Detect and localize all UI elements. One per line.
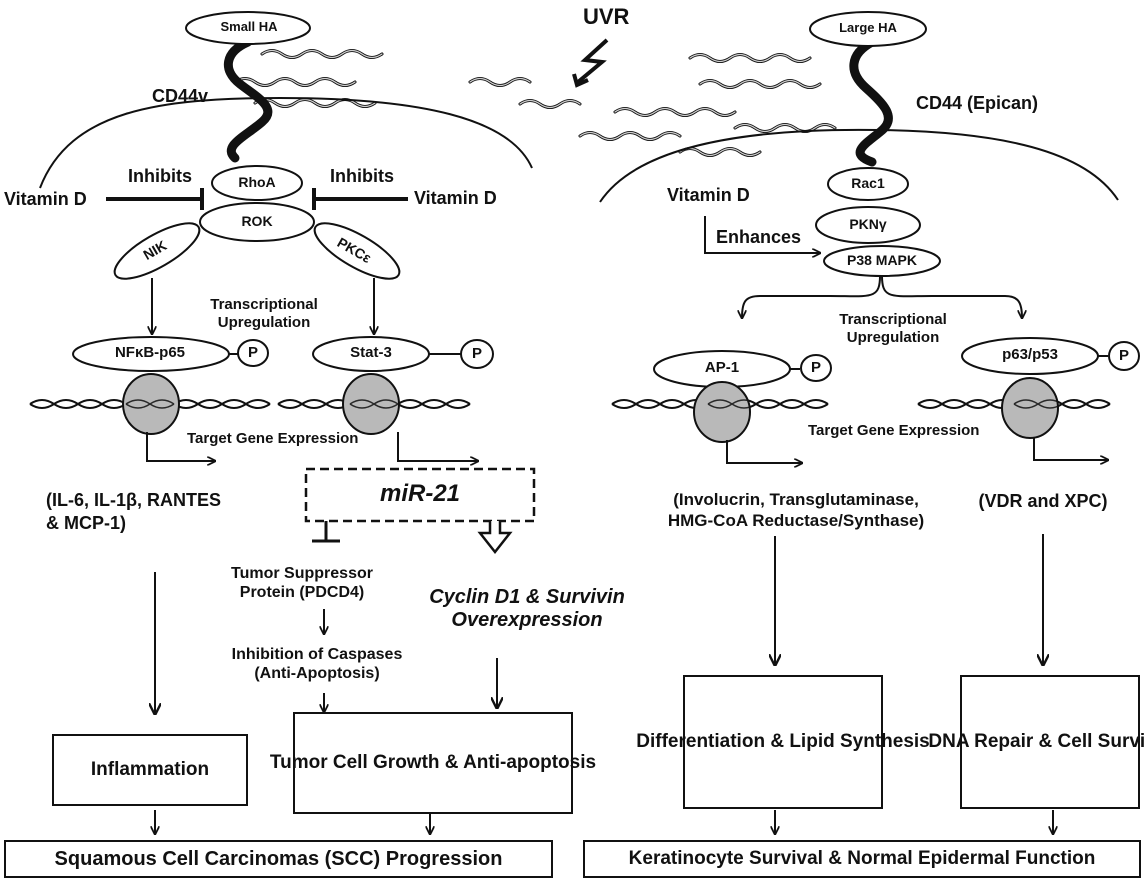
uvr-label: UVR [583,4,630,29]
dna-repair-box: DNA Repair & Cell Survival [928,675,1145,809]
membrane-left [39,96,533,189]
tumor-growth-box: Tumor Cell Growth & Anti-apoptosis [270,712,596,814]
phospho-label-ap1: P [810,359,822,376]
large-ha-label: Large HA [839,20,897,35]
ap1-label: AP-1 [704,359,740,376]
stat3-label: Stat-3 [350,344,392,361]
rok-oval [199,202,315,242]
phospho-oval-stat3 [460,339,494,369]
keratinocyte-outcome-label: Keratinocyte Survival & Normal Epidermal… [628,848,1096,870]
caspases-label: Inhibition of Caspases (Anti-Apoptosis) [231,646,403,683]
cd44v-label: CD44v [152,86,209,106]
scc-outcome-box: Squamous Cell Carcinomas (SCC) Progressi… [4,840,553,878]
rhoa-label: RhoA [238,174,276,190]
phospho-oval-nfkb [237,339,269,367]
keratinocyte-outcome-box: Keratinocyte Survival & Normal Epidermal… [583,840,1141,878]
differentiation-box: Differentiation & Lipid Synthesis [636,675,930,809]
mir21-box [304,467,536,523]
inflammation-box: Inflammation [52,734,248,806]
genes-right-label: (VDR and XPC) [978,491,1108,511]
target-gene-expression-left: Target Gene Expression [187,430,359,447]
target-gene-expression-right: Target Gene Expression [808,422,980,439]
phospho-oval-p63 [1108,341,1140,371]
lightning-icon [576,38,609,84]
small-ha-oval [185,11,311,45]
tumor-suppressor-label: Tumor Suppressor Protein (PDCD4) [231,565,373,602]
pkc-oval [313,222,401,280]
pkn-oval [815,206,921,244]
cytokines-label: (IL-6, IL-1β, RANTES & MCP-1) [46,490,221,533]
transcriptional-upregulation-left: Transcriptional Upregulation [210,296,318,331]
cyclin-label: Cyclin D1 & Survivin Overexpression [429,586,625,631]
nik-oval [113,222,201,280]
genes-left-label: (Involucrin, Transglutaminase, HMG-CoA R… [667,490,925,531]
vitamin-d-left-label: Vitamin D [4,189,87,209]
p38-label: P38 MAPK [846,252,918,268]
small-ha-label: Small HA [220,19,278,34]
phospho-label-stat3: P [471,345,483,362]
enhances-label: Enhances [716,227,802,247]
large-ha-oval [809,11,927,47]
rok-label: ROK [241,213,273,229]
polymerase-3 [693,381,751,443]
phospho-oval-ap1 [800,354,832,382]
dna-repair-label: DNA Repair & Cell Survival [928,731,1145,753]
vitamin-d-right-pathway-label: Vitamin D [667,185,750,205]
differentiation-label: Differentiation & Lipid Synthesis [636,731,930,753]
inhibits-right-label: Inhibits [330,166,394,186]
rac1-oval [827,167,909,201]
cd44v-receptor [223,37,273,163]
transcriptional-upregulation-right: Transcriptional Upregulation [839,311,947,346]
polymerase-2 [342,373,400,435]
inhibits-left-label: Inhibits [128,166,192,186]
pkn-label: PKNγ [849,216,887,232]
scc-outcome-label: Squamous Cell Carcinomas (SCC) Progressi… [54,847,503,870]
dna-helices [29,399,1111,409]
cd44-epican-label: CD44 (Epican) [916,93,1039,113]
vitamin-d-right-label: Vitamin D [414,188,497,208]
ha-strands [233,49,837,157]
phospho-label-nfkb: P [247,344,259,361]
rac1-label: Rac1 [851,175,885,191]
p63-label: p63/p53 [1002,346,1058,363]
overexpression-arrow [477,521,513,555]
phospho-label-p63: P [1118,347,1130,364]
mir21-label: miR-21 [379,480,461,507]
rhoa-oval [211,165,303,201]
cd44-epican-receptor [849,37,893,167]
tumor-growth-label: Tumor Cell Growth & Anti-apoptosis [269,752,597,774]
nfkb-label: NFκB-p65 [114,344,186,361]
inflammation-label: Inflammation [90,759,210,781]
